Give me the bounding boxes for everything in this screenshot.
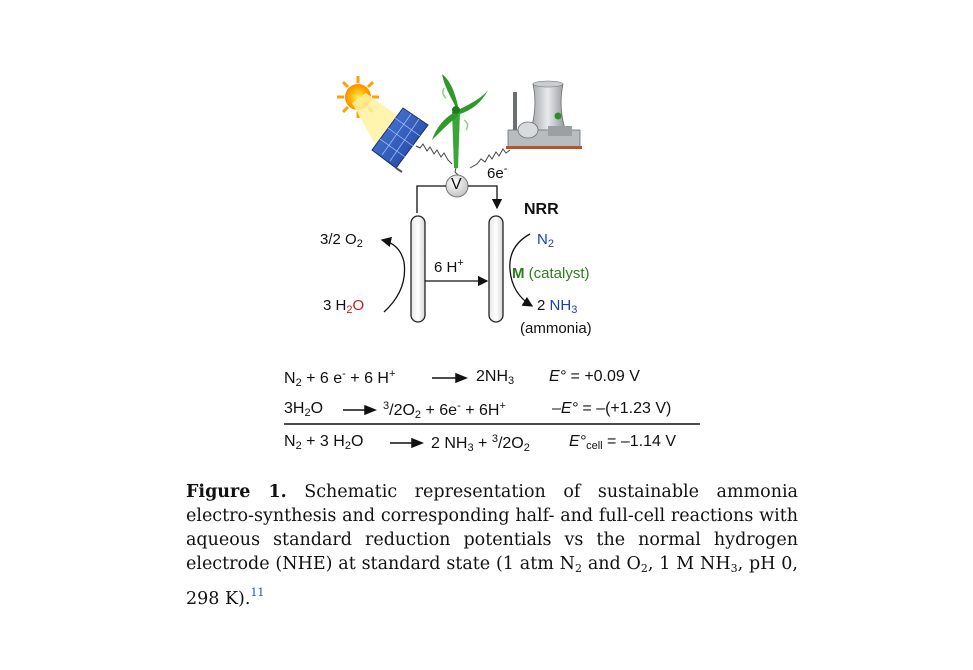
equation-anode: 3H2O	[284, 400, 324, 419]
electrons-label: 6e-	[487, 163, 508, 182]
equation-anode-rhs: 3/2O2 + 6e- + 6H+	[383, 400, 506, 421]
nrr-label: NRR	[524, 201, 559, 218]
potential-cathode: E° = +0.09 V	[549, 368, 640, 385]
equation-full-cell: N2 + 3 H2O	[284, 433, 364, 452]
oxygen-product: 3/2 O2	[320, 231, 363, 250]
ammonia-label: (ammonia)	[520, 320, 592, 337]
voltmeter-label: V	[451, 176, 462, 193]
equation-arrows	[343, 372, 469, 449]
solar-panel-icon	[371, 107, 429, 173]
anode-electrode	[410, 215, 426, 323]
cathode-arc	[509, 233, 534, 307]
equation-cathode-rhs: 2NH3	[476, 368, 515, 387]
potential-anode: –E° = –(+1.23 V)	[552, 400, 672, 417]
figure-caption: Figure 1. Schematic representation of su…	[186, 482, 798, 609]
equation-cathode: N2 + 6 e- + 6 H+	[284, 368, 396, 389]
proton-label: 6 H+	[434, 257, 464, 276]
power-plant-icon	[506, 80, 582, 149]
wind-turbine-icon	[432, 74, 488, 168]
catalyst-label: M (catalyst)	[512, 265, 590, 282]
nitrogen-reactant: N2	[537, 231, 554, 250]
ammonia-product: 2 NH3	[537, 297, 578, 316]
anode-arc	[380, 236, 406, 313]
equation-full-cell-rhs: 2 NH3 + 3/2O2	[431, 433, 530, 454]
reference-link[interactable]: 11	[250, 586, 265, 599]
cathode-electrode	[488, 215, 504, 323]
circuit	[416, 185, 503, 213]
water-reactant: 3 H2O	[323, 297, 365, 316]
potential-full-cell: E°cell = –1.14 V	[569, 433, 676, 452]
caption-label: Figure 1.	[186, 482, 287, 502]
